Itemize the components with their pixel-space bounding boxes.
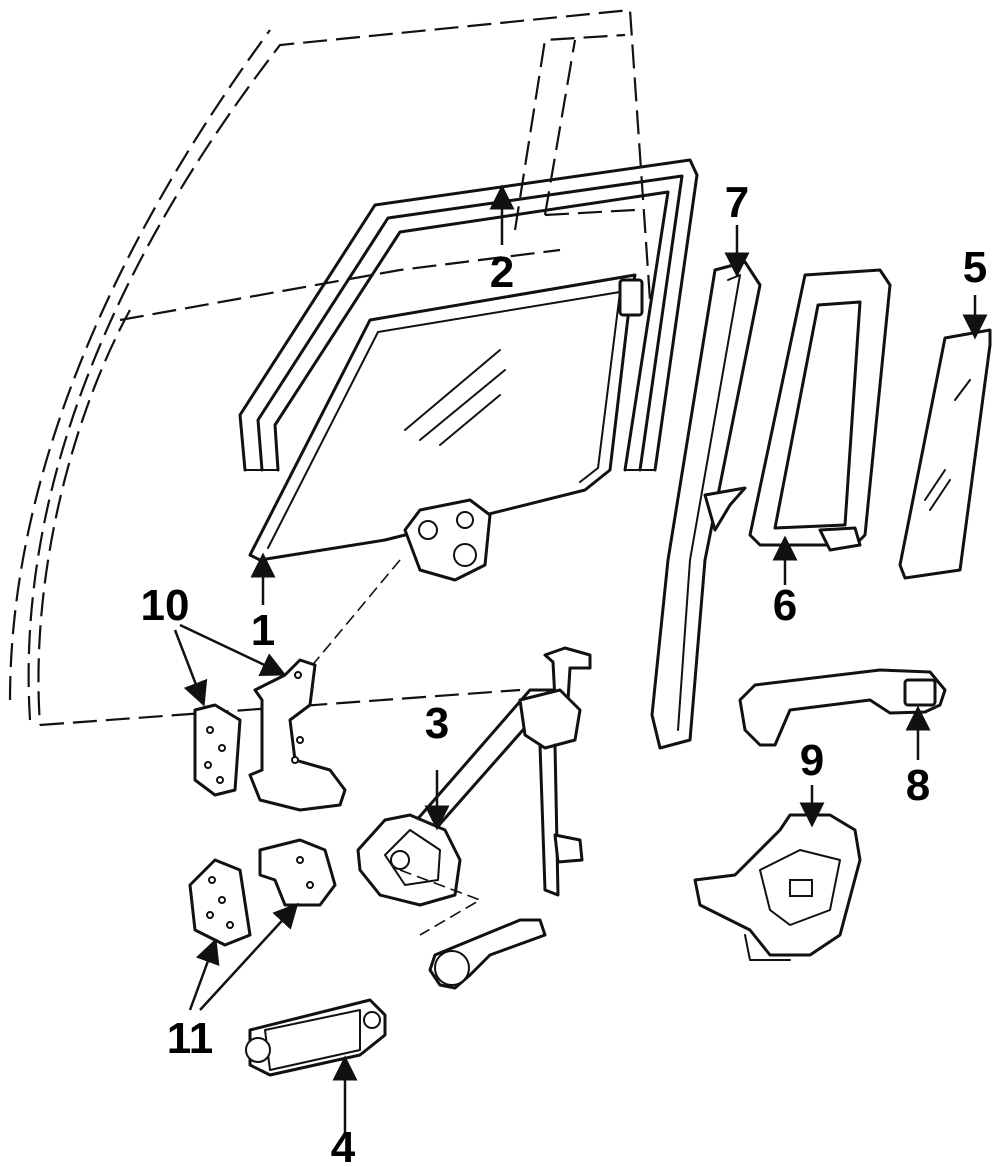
callout-1: 1 xyxy=(251,606,275,655)
leader-10a xyxy=(173,629,208,707)
glass-channel-bracket xyxy=(403,498,492,582)
leader-11b xyxy=(199,902,299,1011)
callout-4: 4 xyxy=(331,1123,356,1167)
window-run-channel xyxy=(238,158,699,472)
vent-glass xyxy=(898,328,992,580)
division-channel xyxy=(650,260,762,750)
upper-hinge xyxy=(193,658,347,812)
leader-11a xyxy=(188,938,220,1011)
callout-11: 11 xyxy=(167,1014,214,1063)
window-regulator xyxy=(356,646,592,990)
leader-10b xyxy=(179,623,287,676)
callout-labels: 1 2 3 4 5 6 7 8 9 10 11 xyxy=(141,178,988,1167)
callout-8: 8 xyxy=(906,761,930,810)
callout-7: 7 xyxy=(725,178,749,227)
callout-5: 5 xyxy=(963,243,987,292)
callout-6: 6 xyxy=(773,581,797,630)
lower-hinge xyxy=(188,838,337,947)
window-motor xyxy=(245,998,387,1077)
callout-3: 3 xyxy=(425,699,449,748)
leader-lines xyxy=(173,184,988,1135)
callout-2: 2 xyxy=(490,248,514,297)
callout-9: 9 xyxy=(800,736,824,785)
outside-handle xyxy=(738,668,947,747)
vent-window-frame xyxy=(748,268,892,552)
callout-10: 10 xyxy=(141,581,190,630)
door-lock-assembly xyxy=(693,813,862,961)
door-glass xyxy=(248,273,644,681)
